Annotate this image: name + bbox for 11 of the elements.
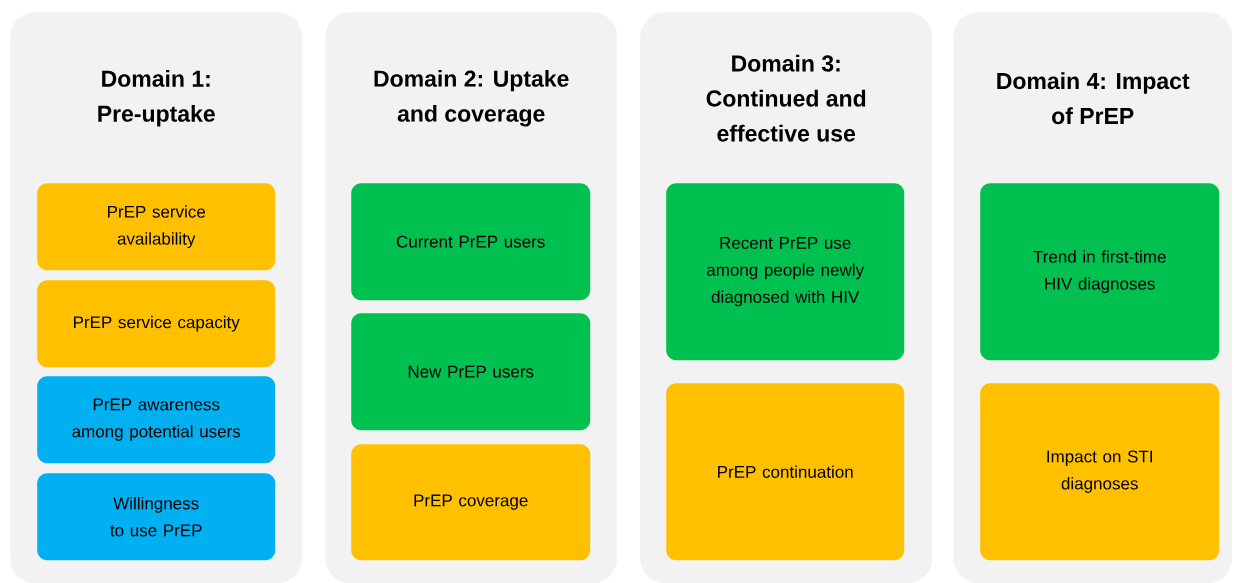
indicator-box: New PrEP users [351,313,591,431]
indicator-box: Willingness to use PrEP [37,473,276,561]
indicator-box: PrEP awareness among potential users [37,376,276,464]
indicator-box: PrEP continuation [666,383,905,561]
indicator-box: Recent PrEP use among people newly diagnosed with HIV [666,183,905,361]
indicator-box: Impact on STI diagnoses [980,383,1220,561]
indicator-box: PrEP service capacity [37,280,276,368]
indicator-box: PrEP coverage [351,444,591,561]
indicator-box: PrEP service availability [37,183,276,271]
indicator-box: Current PrEP users [351,183,591,301]
indicator-box: Trend in first-time HIV diagnoses [980,183,1220,361]
